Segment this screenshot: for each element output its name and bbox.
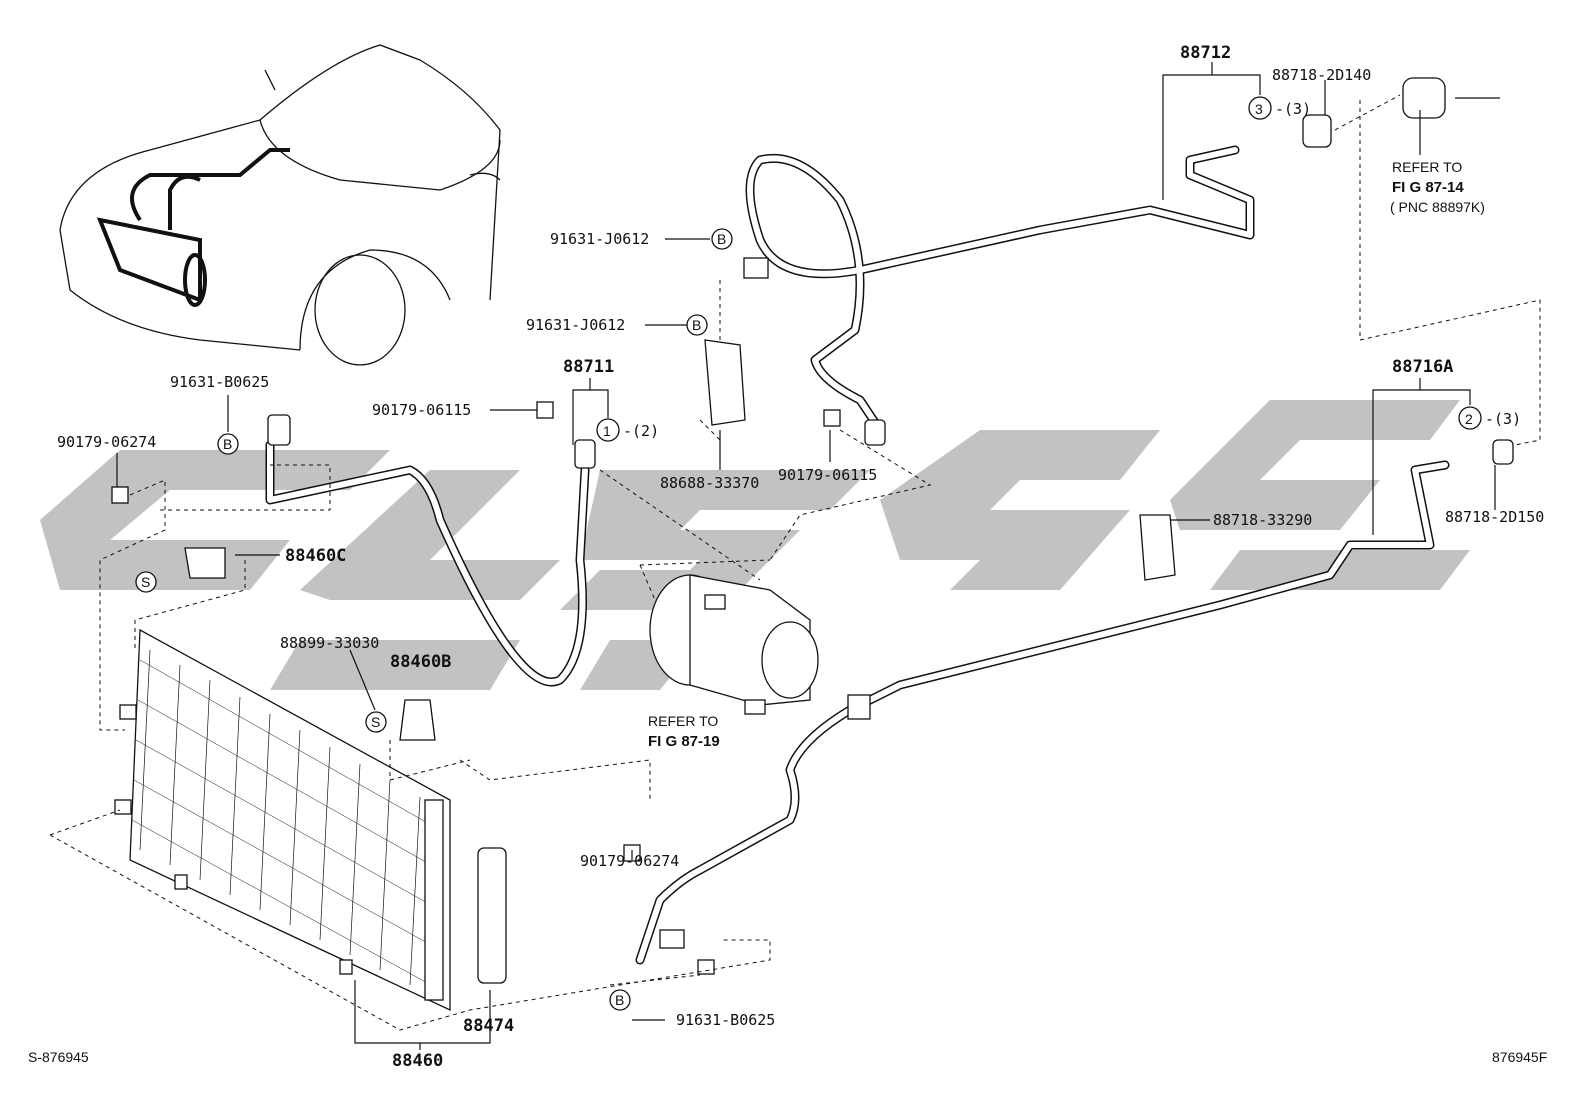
marker-s: S xyxy=(141,574,150,590)
circle-markers: B B B B S S 1 -(2) 3 -(3) 2 -(3) xyxy=(135,96,1521,1011)
part-91631-j0612: 91631-J0612 xyxy=(550,230,649,248)
ref-note-2-line1: REFER TO xyxy=(648,713,718,729)
part-91631-b0625: 91631-B0625 xyxy=(676,1011,775,1029)
marker-1: 1 xyxy=(603,423,611,439)
part-90179-06274: 90179-06274 xyxy=(57,433,156,451)
marker-b: B xyxy=(692,317,701,333)
part-88474: 88474 xyxy=(463,1016,514,1036)
part-88711: 88711 xyxy=(563,357,614,377)
compressor xyxy=(649,574,819,715)
part-88712: 88712 xyxy=(1180,43,1231,63)
part-88460c: 88460C xyxy=(285,546,346,566)
footer-left-code: S-876945 xyxy=(28,1049,89,1065)
marker-b: B xyxy=(717,231,726,247)
marker-2: 2 xyxy=(1465,411,1473,427)
part-88460: 88460 xyxy=(392,1051,443,1071)
part-90179-06115: 90179-06115 xyxy=(372,401,471,419)
part-91631-j0612: 91631-J0612 xyxy=(526,316,625,334)
qty-2: -(2) xyxy=(623,422,659,440)
ref-note-2-line2: FI G 87-19 xyxy=(648,733,720,750)
marker-b: B xyxy=(223,436,232,452)
part-91631-b0625: 91631-B0625 xyxy=(170,373,269,391)
marker-3: 3 xyxy=(1255,101,1263,117)
part-88718-2d150: 88718-2D150 xyxy=(1445,508,1544,526)
part-88460b: 88460B xyxy=(390,652,451,672)
qty-3a: -(3) xyxy=(1275,100,1311,118)
vehicle-illustration xyxy=(59,44,501,366)
watermark xyxy=(40,400,1470,690)
marker-s: S xyxy=(371,714,380,730)
part-88688-33370: 88688-33370 xyxy=(660,474,759,492)
part-88718-33290: 88718-33290 xyxy=(1213,511,1312,529)
receiver-88474 xyxy=(477,847,507,984)
part-90179-06274: 90179-06274 xyxy=(580,852,679,870)
condenser-88460 xyxy=(114,628,451,1012)
dashed-leaders xyxy=(49,94,1541,1031)
ref-note-1-line2: FI G 87-14 xyxy=(1392,179,1464,196)
part-88899-33030: 88899-33030 xyxy=(280,634,379,652)
callout-lines xyxy=(116,62,1500,1050)
part-90179-06115: 90179-06115 xyxy=(778,466,877,484)
marker-b: B xyxy=(615,992,624,1008)
fittings xyxy=(111,77,1514,975)
qty-3b: -(3) xyxy=(1485,410,1521,428)
footer-right-code: 876945F xyxy=(1492,1049,1547,1065)
ref-note-1-line1: REFER TO xyxy=(1392,159,1462,175)
part-88718-2d140: 88718-2D140 xyxy=(1272,66,1371,84)
part-88716a: 88716A xyxy=(1392,357,1453,377)
part-labels: 88712 88718-2D140 88711 88716A 91631-J06… xyxy=(57,43,1544,1071)
ref-note-1-line3: ( PNC 88897K) xyxy=(1390,199,1485,215)
reference-notes: REFER TO FI G 87-14 ( PNC 88897K) REFER … xyxy=(648,159,1485,750)
